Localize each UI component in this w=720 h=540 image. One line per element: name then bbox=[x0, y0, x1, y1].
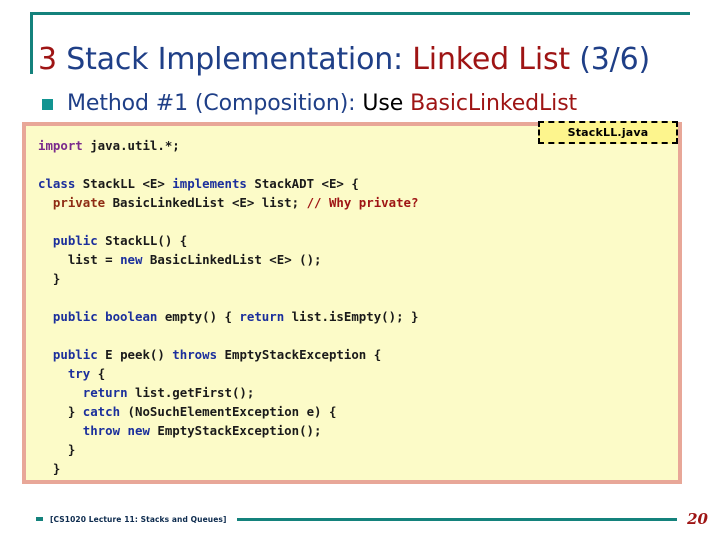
footer-bullet-icon bbox=[36, 517, 43, 521]
code-token: java.util.*; bbox=[82, 138, 180, 153]
code-line: public E peek() throws EmptyStackExcepti… bbox=[38, 345, 678, 364]
code-line: } bbox=[38, 459, 678, 478]
code-line: } bbox=[38, 269, 678, 288]
code-token: new bbox=[120, 252, 143, 267]
code-token: catch bbox=[82, 404, 121, 419]
page-title-part-3: (3/6) bbox=[579, 42, 650, 78]
code-token: list.isEmpty(); } bbox=[284, 309, 419, 324]
code-token: (NoSuchElementException e) { bbox=[120, 404, 337, 419]
code-line: } bbox=[38, 440, 678, 459]
code-token: list = bbox=[38, 252, 121, 267]
code-token: throws bbox=[172, 347, 218, 362]
code-line bbox=[38, 212, 678, 231]
code-line bbox=[38, 326, 678, 345]
code-line: throw new EmptyStackException(); bbox=[38, 421, 678, 440]
page-title: 3 Stack Implementation: Linked List (3/6… bbox=[38, 40, 708, 80]
code-line: private BasicLinkedList <E> list; // Why… bbox=[38, 193, 678, 212]
code-token: public boolean bbox=[52, 309, 158, 324]
code-token: } bbox=[38, 271, 61, 286]
code-line bbox=[38, 288, 678, 307]
code-token: class bbox=[38, 176, 76, 191]
bullet-text-part-0: Method #1 (Composition): bbox=[67, 91, 363, 116]
footer-text: [CS1020 Lecture 11: Stacks and Queues] bbox=[50, 514, 227, 524]
code-line: import java.util.*; bbox=[38, 136, 678, 155]
page-title-part-0: 3 bbox=[38, 42, 67, 78]
code-line: } catch (NoSuchElementException e) { bbox=[38, 402, 678, 421]
code-token: list.getFirst(); bbox=[127, 385, 255, 400]
code-line: class StackLL <E> implements StackADT <E… bbox=[38, 174, 678, 193]
page-title-part-2: Linked List bbox=[412, 42, 580, 78]
code-token: public bbox=[52, 347, 98, 362]
code-token bbox=[38, 423, 83, 438]
bullet-text-part-2: BasicLinkedList bbox=[410, 91, 578, 116]
title-frame-border bbox=[30, 12, 690, 74]
code-token bbox=[38, 366, 68, 381]
code-token: } bbox=[38, 404, 83, 419]
code-token: } bbox=[38, 442, 76, 457]
code-token: implements bbox=[172, 176, 247, 191]
bullet-text: Method #1 (Composition): Use BasicLinked… bbox=[67, 91, 577, 117]
code-token: private bbox=[52, 195, 106, 210]
code-panel: import java.util.*; class StackLL <E> im… bbox=[22, 122, 682, 484]
code-token: E peek() bbox=[97, 347, 173, 362]
code-token: } bbox=[38, 461, 61, 476]
code-line bbox=[38, 155, 678, 174]
bullet-text-part-1: Use bbox=[362, 91, 411, 116]
code-token bbox=[38, 195, 53, 210]
code-line: try { bbox=[38, 364, 678, 383]
code-token: BasicLinkedList <E> list; bbox=[105, 195, 307, 210]
code-line: public boolean empty() { return list.isE… bbox=[38, 307, 678, 326]
bullet-square-icon bbox=[42, 98, 53, 110]
code-token bbox=[38, 309, 53, 324]
code-token bbox=[38, 347, 53, 362]
code-token: StackLL <E> bbox=[75, 176, 173, 191]
code-line: public StackLL() { bbox=[38, 231, 678, 250]
footer-divider bbox=[236, 517, 678, 521]
page-number: 20 bbox=[687, 510, 708, 528]
code-token: public bbox=[52, 233, 98, 248]
file-name-tag: StackLL.java bbox=[538, 121, 678, 144]
code-token: StackADT <E> { bbox=[246, 176, 359, 191]
code-token: throw new bbox=[82, 423, 150, 438]
code-token bbox=[38, 385, 83, 400]
bullet-row: Method #1 (Composition): Use BasicLinked… bbox=[42, 91, 702, 117]
code-line: return list.getFirst(); bbox=[38, 383, 678, 402]
code-token: return bbox=[239, 309, 285, 324]
code-token: import bbox=[38, 138, 83, 153]
page-title-part-1: Stack Implementation: bbox=[66, 42, 413, 78]
code-token: BasicLinkedList <E> (); bbox=[142, 252, 322, 267]
code-token: empty() { bbox=[157, 309, 240, 324]
code-token: try bbox=[67, 366, 91, 381]
slide-footer: [CS1020 Lecture 11: Stacks and Queues] 2… bbox=[0, 508, 720, 530]
code-token: return bbox=[82, 385, 128, 400]
code-token: StackLL() { bbox=[97, 233, 188, 248]
code-listing: import java.util.*; class StackLL <E> im… bbox=[38, 136, 678, 478]
code-token: { bbox=[90, 366, 106, 381]
code-token: EmptyStackException(); bbox=[149, 423, 322, 438]
code-token: EmptyStackException { bbox=[217, 347, 382, 362]
code-token bbox=[38, 233, 53, 248]
file-name-tag-label: StackLL.java bbox=[567, 126, 649, 139]
code-line: list = new BasicLinkedList <E> (); bbox=[38, 250, 678, 269]
code-token: // Why private? bbox=[306, 195, 419, 210]
